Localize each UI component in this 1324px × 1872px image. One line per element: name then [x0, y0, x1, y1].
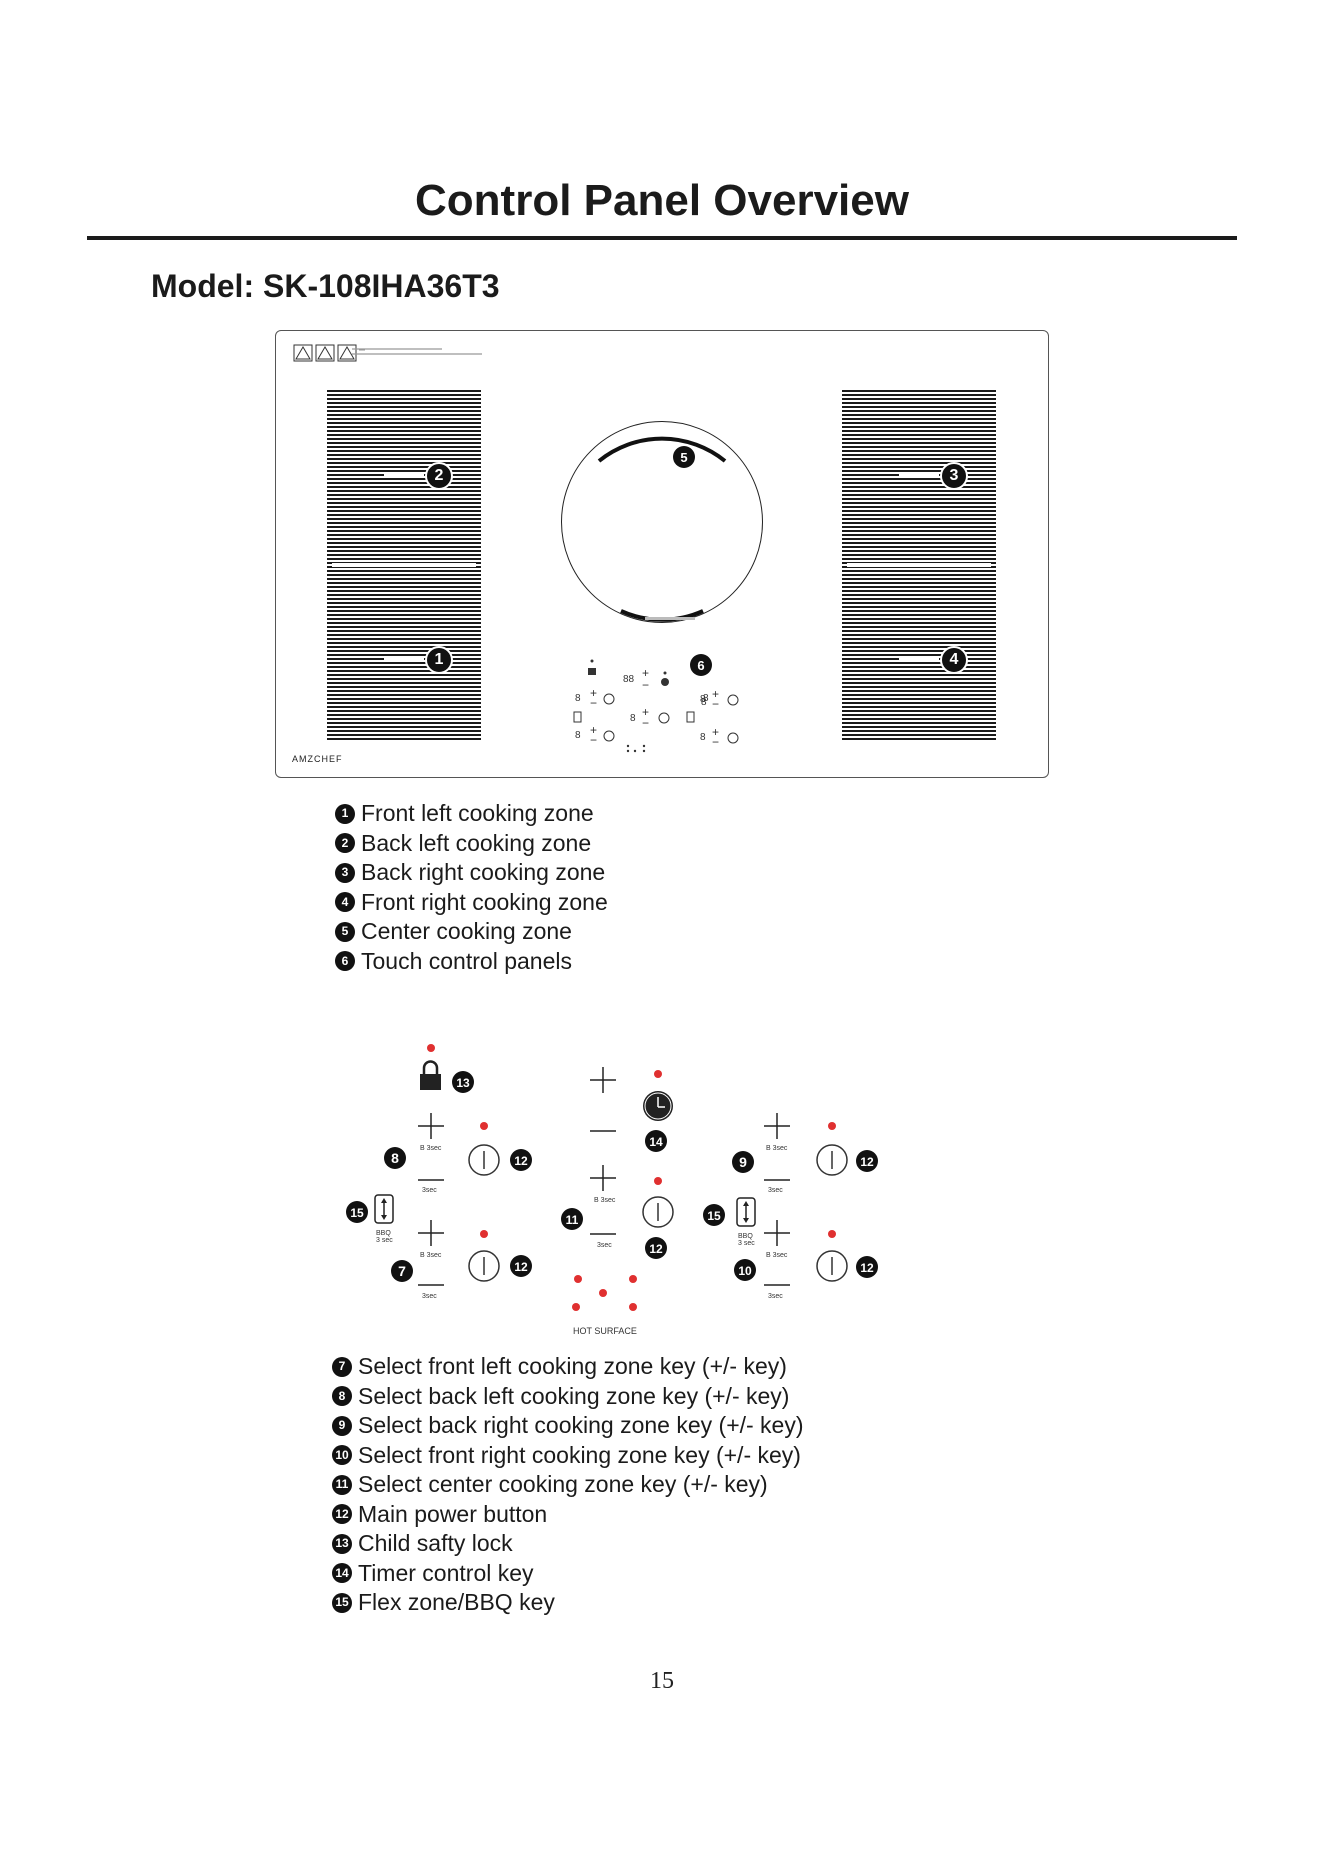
svg-text:7: 7 [398, 1263, 406, 1279]
svg-text:12: 12 [514, 1154, 528, 1168]
svg-text:8: 8 [701, 697, 707, 708]
zone-badge-2: 2 [425, 462, 453, 490]
left-zone-divider [332, 563, 476, 567]
warning-fineprint [352, 348, 482, 355]
svg-text:13: 13 [456, 1076, 470, 1090]
svg-text:B 3sec: B 3sec [766, 1252, 788, 1259]
zone-badge-5: 5 [673, 446, 695, 468]
svg-text:12: 12 [860, 1155, 874, 1169]
svg-text:+: + [712, 690, 719, 701]
svg-text:8: 8 [703, 693, 709, 704]
center-zone-arcs [597, 436, 727, 622]
svg-text:12: 12 [860, 1261, 874, 1275]
zone-badge-6: 6 [690, 654, 712, 676]
svg-text:15: 15 [350, 1206, 364, 1220]
right-zone-divider [847, 563, 991, 567]
svg-text:−: − [712, 697, 719, 711]
svg-text:−: − [590, 733, 597, 747]
svg-text:15: 15 [707, 1209, 721, 1223]
brand-logo: AMZCHEF [292, 754, 343, 764]
svg-text:3 sec: 3 sec [376, 1237, 393, 1244]
svg-text:−: − [642, 716, 649, 730]
svg-text:+: + [642, 705, 649, 719]
svg-text:9: 9 [739, 1154, 747, 1170]
zone-badge-1: 1 [425, 646, 453, 674]
svg-text:10: 10 [738, 1264, 752, 1278]
svg-text:11: 11 [566, 1213, 579, 1227]
svg-text:14: 14 [649, 1135, 663, 1149]
mini-right-controls: 8+− 8+− [700, 690, 739, 749]
svg-text:8: 8 [700, 694, 706, 705]
mini-touch-panel: 88 + − 8+− 8+− 8+− 8 8 [573, 659, 709, 753]
svg-text:3sec: 3sec [422, 1293, 437, 1300]
svg-text:88: 88 [623, 674, 635, 685]
svg-text:+: + [642, 666, 649, 680]
cooktop-illustration [275, 330, 1049, 778]
control-diagram: 13 8 12 15 7 12 14 11 12 9 12 15 10 12 B… [346, 1044, 878, 1311]
svg-text:−: − [642, 678, 649, 692]
svg-text:−: − [590, 696, 597, 710]
svg-text:3sec: 3sec [597, 1242, 612, 1249]
svg-text:B 3sec: B 3sec [420, 1252, 442, 1259]
zone-badge-4: 4 [940, 646, 968, 674]
center-zone-label [645, 617, 695, 620]
center-cooking-zone [561, 421, 763, 623]
svg-text:8: 8 [575, 730, 581, 741]
svg-text:3sec: 3sec [768, 1293, 783, 1300]
hot-surface-label: HOT SURFACE [573, 1326, 637, 1336]
svg-text:8: 8 [630, 713, 636, 724]
svg-text:3sec: 3sec [422, 1187, 437, 1194]
svg-text:+: + [590, 723, 597, 737]
svg-text:12: 12 [649, 1242, 663, 1256]
svg-text:B 3sec: B 3sec [420, 1145, 442, 1152]
svg-text:B 3sec: B 3sec [594, 1197, 616, 1204]
page-title: Control Panel Overview [415, 176, 909, 225]
svg-text:8: 8 [575, 693, 581, 704]
svg-text:8: 8 [391, 1150, 399, 1166]
svg-text:3 sec: 3 sec [738, 1240, 755, 1247]
svg-text:BBQ: BBQ [738, 1233, 753, 1240]
page-number: 15 [650, 1668, 674, 1694]
svg-text:+: + [590, 686, 597, 700]
svg-text:+: + [712, 725, 719, 739]
svg-text:−: − [712, 735, 719, 749]
svg-text:B 3sec: B 3sec [766, 1145, 788, 1152]
zone-badge-3: 3 [940, 462, 968, 490]
model-label: Model: SK-108IHA36T3 [151, 268, 500, 304]
title-rule [87, 236, 1237, 240]
svg-text:BBQ: BBQ [376, 1230, 391, 1237]
svg-text:3sec: 3sec [768, 1187, 783, 1194]
svg-text:12: 12 [514, 1260, 528, 1274]
svg-text:8: 8 [700, 732, 706, 743]
